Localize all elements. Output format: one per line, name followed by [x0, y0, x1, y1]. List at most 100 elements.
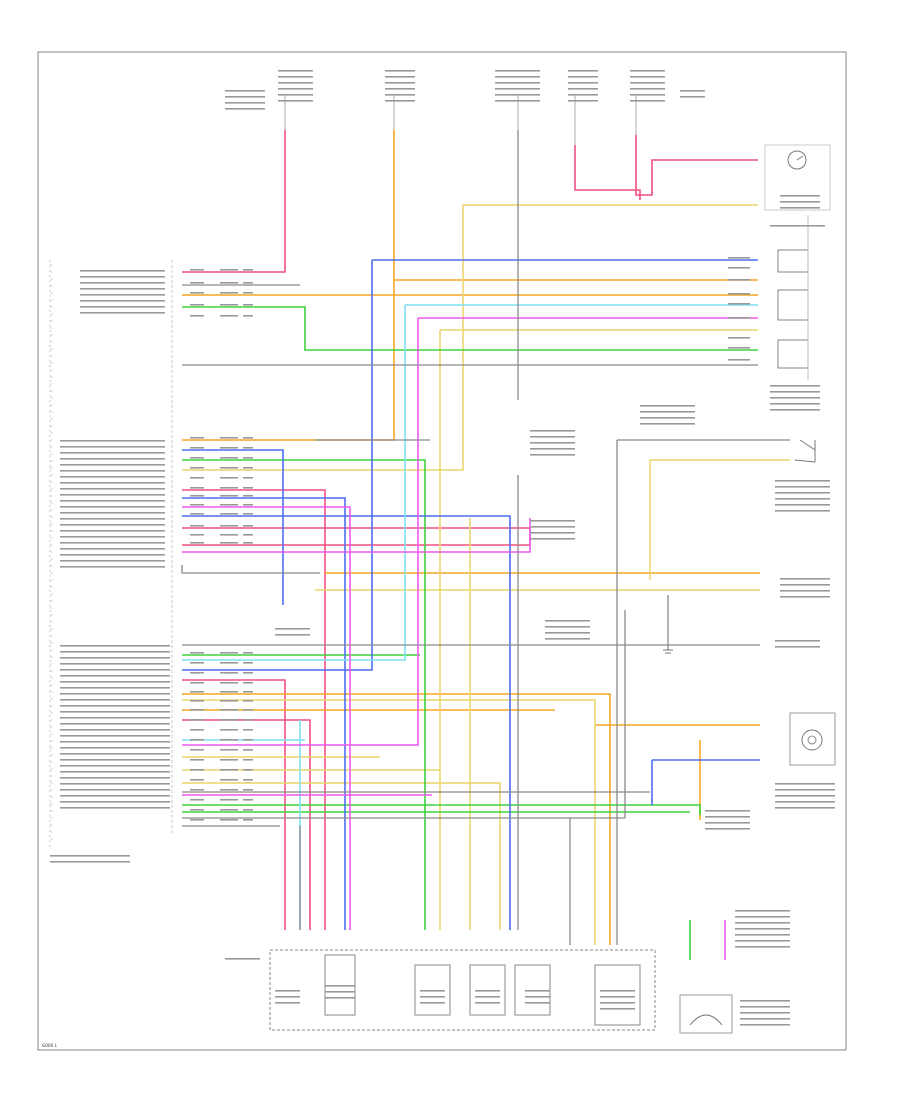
microtext-line [780, 578, 830, 580]
microtext-line [60, 789, 170, 791]
microtext-line [220, 759, 238, 761]
sensor-icon [801, 729, 823, 751]
microtext-line [705, 828, 750, 830]
microtext-line [220, 495, 238, 497]
microtext-line [243, 282, 253, 284]
wires-magenta [182, 317, 758, 960]
microtext-line [780, 201, 820, 203]
microtext-line [775, 510, 830, 512]
microtext-line [220, 282, 238, 284]
microtext-line [325, 985, 355, 987]
wires-gray [181, 130, 790, 945]
microtext-line [420, 1002, 445, 1004]
microtext-line [770, 385, 820, 387]
microtext-line [475, 990, 500, 992]
microtext-line [220, 504, 238, 506]
microtext-line [385, 82, 415, 84]
microtext-line [225, 96, 265, 98]
microtext-line [243, 749, 253, 751]
microtext-line [60, 488, 165, 490]
microtext-line [545, 638, 590, 640]
microtext-line [525, 990, 550, 992]
microtext-line [60, 651, 170, 653]
microtext-line [220, 749, 238, 751]
microtext-line [278, 100, 313, 102]
microtext-line [780, 596, 830, 598]
microtext-line [190, 495, 204, 497]
microtext-line [243, 304, 253, 306]
microtext-line [385, 94, 415, 96]
microtext-line [220, 809, 238, 811]
microtext-line [728, 257, 750, 259]
microtext-line [243, 504, 253, 506]
microtext-line [80, 312, 165, 314]
microtext-line [220, 739, 238, 741]
microtext-line [278, 88, 313, 90]
microtext-line [60, 446, 165, 448]
microtext-line [60, 777, 170, 779]
microtext-line [60, 735, 170, 737]
microtext-line [190, 467, 204, 469]
microtext-line [243, 709, 253, 711]
microtext-line [530, 436, 575, 438]
microtext-line [243, 542, 253, 544]
microtext-line [220, 447, 238, 449]
microtext-line [80, 294, 165, 296]
microtext-line [780, 195, 820, 197]
microtext-line [780, 207, 820, 209]
microtext-line [60, 801, 170, 803]
microtext-line [243, 495, 253, 497]
microtext-line [495, 76, 540, 78]
microtext-line [60, 687, 170, 689]
microtext-line [630, 88, 665, 90]
microtext-line [220, 467, 238, 469]
microtext-line [190, 729, 204, 731]
microtext-line [190, 269, 204, 271]
microtext-line [728, 347, 750, 349]
microtext-line [545, 632, 590, 634]
microtext-line [60, 645, 170, 647]
microtext-line [190, 504, 204, 506]
microtext-line [775, 480, 830, 482]
footer-code: G000 L [42, 1043, 58, 1048]
microtext-line [775, 646, 820, 648]
microtext-line [60, 458, 165, 460]
microtext-line [243, 534, 253, 536]
microtext-line [190, 691, 204, 693]
microtext-line [220, 513, 238, 515]
microtext-line [80, 288, 165, 290]
microtext-line [60, 795, 170, 797]
microtext-line [385, 70, 415, 72]
microtext-line [60, 542, 165, 544]
microtext-line [60, 807, 170, 809]
microtext-line [740, 1012, 790, 1014]
pcm-pin-ticks [50, 264, 53, 840]
microtext-line [220, 769, 238, 771]
microtext-line [60, 530, 165, 532]
microtext-line [728, 337, 750, 339]
microtext-line [60, 464, 165, 466]
microtext-line [60, 699, 170, 701]
microtext-line [243, 672, 253, 674]
microtext-line [530, 430, 575, 432]
microtext-line [775, 492, 830, 494]
microtext-line [225, 958, 260, 960]
microtext-line [190, 304, 204, 306]
microtext-line [60, 506, 165, 508]
speedometer-component [764, 144, 831, 211]
microtext-line [60, 536, 165, 538]
microtext-line [60, 548, 165, 550]
microtext-line [225, 90, 265, 92]
microtext-line [770, 409, 820, 411]
microtext-line [775, 498, 830, 500]
microtext-line [190, 739, 204, 741]
microtext-line [775, 795, 835, 797]
microtext-line [243, 447, 253, 449]
microtext-line [190, 700, 204, 702]
microtext-line [80, 300, 165, 302]
microtext-line [530, 442, 575, 444]
microtext-line [220, 525, 238, 527]
microtext-line [60, 452, 165, 454]
vehicle-speed-sensor [679, 994, 733, 1034]
